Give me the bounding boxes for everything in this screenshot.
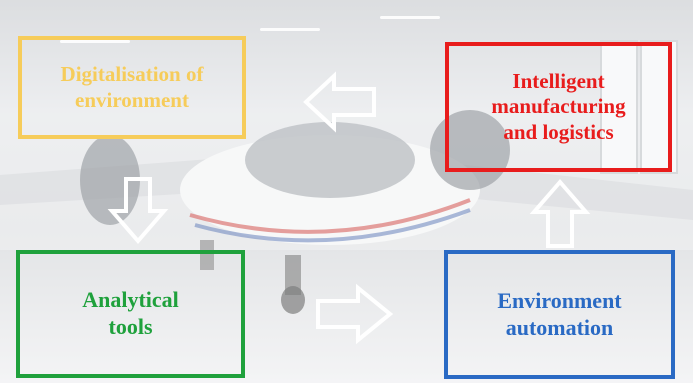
analytical-tools-block: Analytical tools xyxy=(16,250,245,378)
arrow-right-icon xyxy=(316,283,394,345)
intelligent-manufacturing-block: Intelligent manufacturing and logistics xyxy=(445,42,672,172)
digitalisation-block: Digitalisation of environment xyxy=(18,36,246,139)
digitalisation-label: Digitalisation of environment xyxy=(60,61,204,112)
ceiling-light xyxy=(260,28,320,31)
analytical-tools-label: Analytical tools xyxy=(82,287,179,339)
ceiling-light xyxy=(60,40,130,43)
intelligent-manufacturing-label: Intelligent manufacturing and logistics xyxy=(491,68,626,144)
hangar-window xyxy=(600,40,638,174)
arrow-left-icon xyxy=(303,71,376,133)
arrow-up-icon xyxy=(529,178,591,248)
hangar-floor xyxy=(0,250,693,383)
environment-automation-block: Environment automation xyxy=(444,250,675,379)
ceiling-light xyxy=(380,16,440,19)
arrow-down-icon xyxy=(107,177,169,245)
environment-automation-label: Environment automation xyxy=(497,287,622,340)
